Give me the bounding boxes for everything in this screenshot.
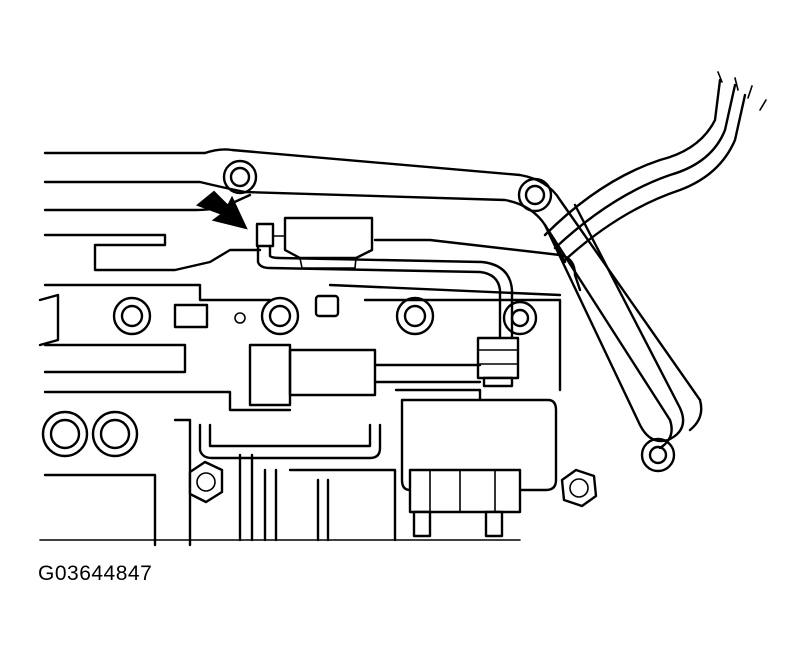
sensor-wire (256, 244, 514, 342)
valve-body (43, 233, 582, 547)
pointer-arrow-icon (196, 190, 248, 230)
lower-tubing (198, 423, 397, 542)
wiring-harness (543, 71, 767, 264)
fluid-ports (41, 410, 139, 458)
upper-cover-plate (43, 148, 703, 450)
cover-bolt-right (517, 177, 553, 213)
cover-bolt-left (222, 159, 258, 195)
lower-connector (408, 468, 522, 538)
hex-bolt-left (188, 460, 224, 504)
hex-bolt-right (560, 468, 598, 508)
valve-body-wiring-diagram (38, 71, 767, 547)
sensor-connector (476, 336, 520, 388)
solenoid-block (394, 388, 558, 492)
support-bracket (543, 203, 685, 473)
figure-code: G03644847 (38, 562, 153, 585)
bolt-row (38, 293, 538, 347)
